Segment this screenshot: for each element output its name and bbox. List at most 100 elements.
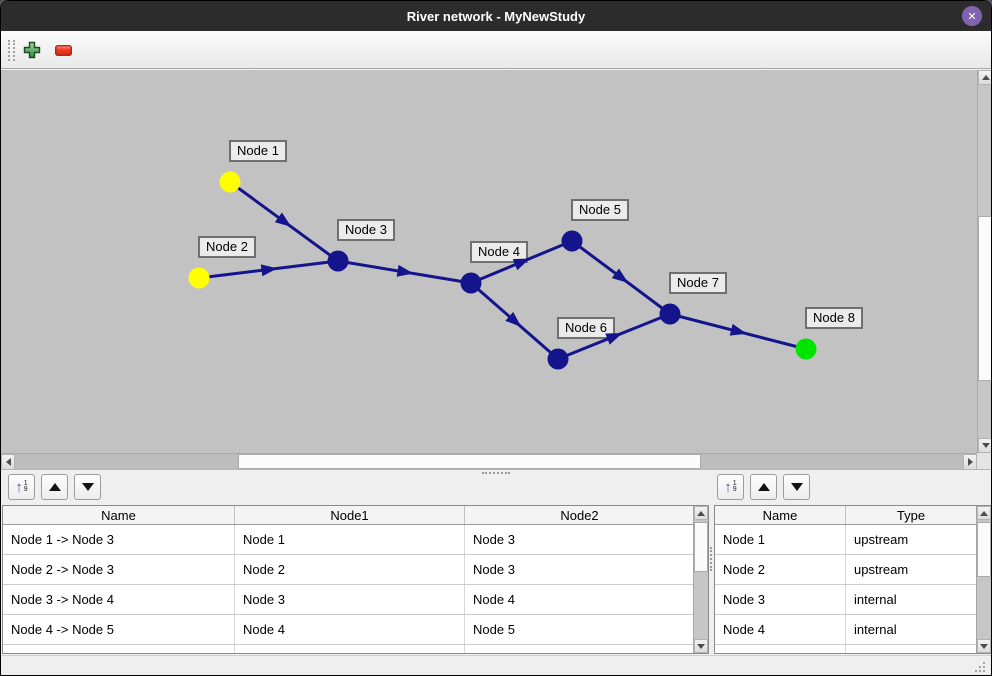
edges-table: Name Node1 Node2 Node 1 -> Node 3 Node 1… [2, 505, 709, 654]
edges-move-down-button[interactable] [74, 474, 101, 500]
cell-name[interactable]: Node 2 -> Node 3 [3, 555, 235, 584]
vertical-scroll-thumb[interactable] [977, 522, 991, 577]
scroll-up-icon [697, 510, 705, 516]
cell-node1[interactable]: Node 3 [235, 585, 465, 614]
main-toolbar [1, 31, 991, 69]
cell-node2[interactable]: Node 5 [465, 615, 695, 644]
table-row[interactable]: Node 4 -> Node 5 Node 4 Node 5 [3, 615, 708, 645]
vertical-scroll-thumb[interactable] [694, 522, 708, 572]
remove-button[interactable] [51, 38, 75, 62]
edge-arrow [274, 212, 292, 227]
move-up-icon [757, 483, 770, 491]
nodes-table: Name Type Node 1 upstream Node 2 upstrea… [714, 505, 991, 654]
move-down-icon [81, 483, 94, 491]
table-row[interactable]: Node 2 -> Node 3 Node 2 Node 3 [3, 555, 708, 585]
cell-type[interactable]: internal [846, 585, 977, 614]
network-node-node-3[interactable] [327, 250, 349, 272]
edge-arrow [512, 258, 530, 271]
canvas-vertical-scrollbar [977, 70, 991, 453]
canvas-horizontal-scrollbar [1, 453, 977, 470]
table-row[interactable]: Node 3 -> Node 4 Node 3 Node 4 [3, 585, 708, 615]
network-node-node-8[interactable] [795, 338, 817, 360]
network-node-node-7[interactable] [659, 303, 681, 325]
vertical-scroll-thumb[interactable] [978, 216, 991, 381]
scroll-down-icon [980, 643, 988, 649]
table-row[interactable] [3, 645, 708, 653]
cell-name[interactable]: Node 3 [715, 585, 846, 614]
network-node-node-4[interactable] [460, 272, 482, 294]
table-row[interactable] [715, 645, 991, 653]
close-button[interactable]: ✕ [962, 6, 982, 26]
cell-type[interactable]: internal [846, 615, 977, 644]
scroll-down-icon [697, 643, 705, 649]
cell-node2[interactable]: Node 3 [465, 555, 695, 584]
cell-node1[interactable]: Node 1 [235, 525, 465, 554]
column-header-node1[interactable]: Node1 [235, 506, 465, 524]
cell-type[interactable]: upstream [846, 525, 977, 554]
horizontal-scroll-thumb[interactable] [238, 454, 701, 469]
cell-node2[interactable]: Node 4 [465, 585, 695, 614]
edges-table-header: Name Node1 Node2 [3, 506, 708, 525]
edge-arrow [605, 333, 623, 345]
cell-name[interactable]: Node 1 -> Node 3 [3, 525, 235, 554]
node-label: Node 2 [198, 236, 256, 258]
add-button[interactable] [20, 38, 44, 62]
column-header-name[interactable]: Name [3, 506, 235, 524]
table-row[interactable]: Node 4 internal [715, 615, 991, 645]
cell-node1[interactable]: Node 4 [235, 615, 465, 644]
node-label: Node 4 [470, 241, 528, 263]
network-node-node-2[interactable] [188, 267, 210, 289]
scroll-left-button[interactable] [1, 454, 15, 470]
scroll-down-button[interactable] [978, 438, 991, 453]
scroll-right-button[interactable] [963, 454, 977, 470]
scroll-up-button[interactable] [977, 506, 991, 520]
edge-arrow [260, 264, 278, 277]
edge-arrow [611, 268, 629, 283]
window-resize-grip[interactable] [983, 670, 985, 672]
network-node-node-5[interactable] [561, 230, 583, 252]
vertical-splitter-handle[interactable] [710, 547, 712, 571]
nodes-move-down-button[interactable] [783, 474, 810, 500]
cell-name[interactable]: Node 4 -> Node 5 [3, 615, 235, 644]
node-label: Node 7 [669, 272, 727, 294]
status-bar [1, 655, 991, 675]
scroll-up-button[interactable] [694, 506, 708, 520]
edges-move-up-button[interactable] [41, 474, 68, 500]
cell-type[interactable]: upstream [846, 555, 977, 584]
table-row[interactable]: Node 1 upstream [715, 525, 991, 555]
nodes-move-up-button[interactable] [750, 474, 777, 500]
node-label: Node 8 [805, 307, 863, 329]
column-header-name[interactable]: Name [715, 506, 846, 524]
scroll-left-icon [5, 458, 11, 466]
network-node-node-6[interactable] [547, 348, 569, 370]
cell-name[interactable]: Node 4 [715, 615, 846, 644]
scroll-up-button[interactable] [978, 70, 991, 85]
edge-arrow [729, 323, 747, 336]
table-row[interactable]: Node 3 internal [715, 585, 991, 615]
network-node-node-1[interactable] [219, 171, 241, 193]
scroll-up-icon [980, 510, 988, 516]
column-header-node2[interactable]: Node2 [465, 506, 695, 524]
table-row[interactable]: Node 1 -> Node 3 Node 1 Node 3 [3, 525, 708, 555]
node-label: Node 3 [337, 219, 395, 241]
edge-arrow [396, 264, 414, 277]
cell-name[interactable]: Node 1 [715, 525, 846, 554]
cell-name[interactable]: Node 2 [715, 555, 846, 584]
nodes-table-header: Name Type [715, 506, 991, 525]
scroll-down-button[interactable] [694, 639, 708, 653]
close-icon: ✕ [967, 10, 977, 23]
scroll-right-icon [967, 458, 973, 466]
cell-name[interactable]: Node 3 -> Node 4 [3, 585, 235, 614]
toolbar-drag-handle[interactable] [8, 40, 15, 61]
column-header-type[interactable]: Type [846, 506, 977, 524]
horizontal-splitter-handle[interactable] [482, 472, 510, 474]
cell-node2[interactable]: Node 3 [465, 525, 695, 554]
node-label: Node 1 [229, 140, 287, 162]
table-row[interactable]: Node 2 upstream [715, 555, 991, 585]
cell-node1[interactable]: Node 2 [235, 555, 465, 584]
scroll-down-button[interactable] [977, 639, 991, 653]
